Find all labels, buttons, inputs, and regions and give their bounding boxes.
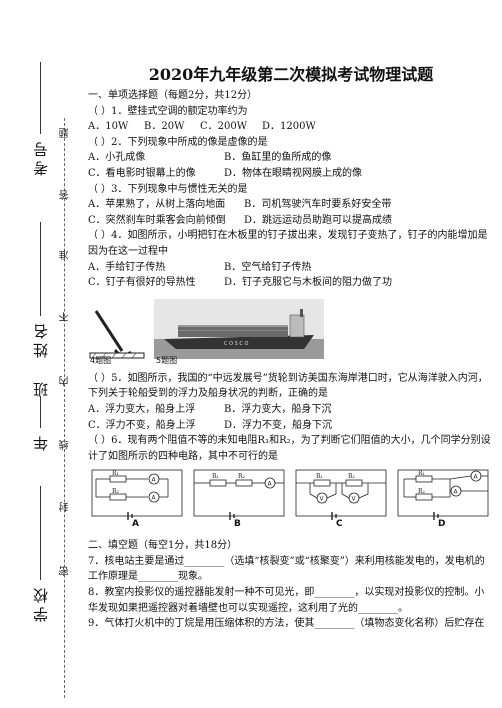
- school-label: 学校: [32, 584, 50, 622]
- option: A．手给钉子传热: [88, 261, 166, 273]
- q7-text: 7．核电站主要是通过________（选填“核裂变”或“核聚变”）来利用核能发电…: [88, 555, 485, 583]
- class-label: 班: [32, 378, 50, 397]
- circuit-b-diagram: R₁ R₂ A: [193, 469, 285, 521]
- seal-char: 不: [60, 312, 71, 322]
- seal-char: 线: [60, 440, 71, 450]
- r2-label: R₂: [112, 488, 120, 495]
- r2-label: R₂: [348, 473, 356, 480]
- q1-options: A．10W B．20W C．200W D．1200W: [88, 119, 494, 135]
- seal-char: 封: [60, 502, 71, 512]
- section1-heading: 一、单项选择题（每题2分，共12分）: [88, 90, 258, 101]
- seal-char: 内: [60, 376, 71, 386]
- seal-char: 密: [60, 566, 71, 576]
- exam-no-label: 考号: [32, 138, 50, 176]
- option: D．跳远运动员助跑可以提高成绩: [244, 214, 393, 226]
- q4-stem: （ ）4．如图所示，小明把钉在木板里的钉子拔出来，发现钉子变热了，钉子的内能增加…: [88, 230, 488, 257]
- seal-char: 准: [60, 250, 71, 260]
- option: A．小孔成像: [88, 152, 146, 164]
- name-line: [40, 222, 41, 316]
- q6-stem: （ ）6．现有两个阻值不等的未知电阻R₁和R₂，为了判断它们阻值的大小，几个同学…: [88, 435, 491, 462]
- q1-stem: （ ）1．壁挂式空调的额定功率约为: [88, 105, 248, 117]
- option: B．鱼缸里的鱼所成的像: [224, 152, 332, 164]
- nail-puller-figure: 4题图: [88, 305, 146, 369]
- voltmeter-icon: V: [352, 496, 357, 503]
- circuit-d-label: D: [438, 518, 446, 529]
- r2-label: R₂: [418, 488, 426, 495]
- seal-line: [64, 118, 77, 698]
- q5-options: A．浮力变大，船身上浮 B．浮力变大，船身下沉: [88, 402, 494, 418]
- ammeter-icon: A: [454, 489, 459, 496]
- r2-label: R₂: [238, 473, 246, 480]
- svg-text:C O S C O: C O S C O: [224, 341, 248, 347]
- option: B．浮力变大，船身下沉: [224, 403, 332, 415]
- circuit-a: R₁ R₂ A A A: [88, 466, 186, 532]
- voltmeter-icon: V: [320, 496, 325, 503]
- page-title: 2020年九年级第二次模拟考试物理试题: [148, 65, 434, 84]
- circuit-diagrams: R₁ R₂ A A A R₁ R₂ A: [88, 466, 494, 532]
- q3-options: C．突然刹车时乘客会向前倾倒 D．跳远运动员助跑可以提高成绩: [88, 213, 494, 229]
- seal-char: 答: [60, 190, 71, 200]
- option: D．浮力不变，船身下沉: [224, 419, 333, 431]
- q3-options: A．苹果熟了，从树上落向地面 B．司机驾驶汽车时要系好安全带: [88, 197, 494, 213]
- option: B．司机驾驶汽车时要系好安全带: [244, 199, 392, 211]
- q9-text: 9．气体打火机中的丁烷是用压缩体积的方法，使其________（填物态变化名称）…: [88, 618, 485, 630]
- figures-row: 4题图 C O S C O 5题图: [88, 295, 494, 369]
- r1-label: R₁: [418, 470, 425, 477]
- ammeter-icon: A: [152, 477, 157, 484]
- q5-stem: （ ）5．如图所示，我国的“中远发展号”货轮到访美国东海岸港口时，它从海洋驶入内…: [88, 372, 488, 400]
- q4-options: A．手给钉子传热 B．空气给钉子传热: [88, 260, 494, 276]
- seal-char: 题: [60, 128, 71, 138]
- circuit-a-label: A: [132, 518, 139, 529]
- fig5-caption: 5题图: [156, 356, 178, 366]
- option: B．20W: [144, 121, 185, 133]
- option: D．钉子克服它与木板间的阻力做了功: [224, 277, 393, 289]
- option: A．浮力变大，船身上浮: [88, 403, 196, 415]
- option: C．突然刹车时乘客会向前倾倒: [88, 214, 226, 226]
- option: C．200W: [200, 121, 248, 133]
- option: C．看电影时银幕上的像: [88, 167, 196, 179]
- q5-options: C．浮力不变，船身上浮 D．浮力不变，船身下沉: [88, 418, 494, 434]
- fig4-caption: 4题图: [90, 356, 112, 366]
- school-line: [40, 486, 41, 580]
- name-label: 姓名: [32, 320, 50, 358]
- hammer-icon: [89, 309, 145, 359]
- q8-text: 8．教室内投影仪的遥控器能发射一种不可见光，即________，以实现对投影仪的…: [88, 587, 485, 614]
- q4-options: C．钉子有很好的导热性 D．钉子克服它与木板间的阻力做了功: [88, 275, 494, 291]
- cargo-ship-figure: C O S C O 5题图: [154, 298, 324, 369]
- r1-label: R₁: [212, 473, 219, 480]
- q3-stem: （ ）3．下列现象中与惯性无关的是: [88, 183, 248, 195]
- ammeter-icon: A: [152, 495, 157, 502]
- option: A．苹果熟了，从树上落向地面: [88, 199, 226, 211]
- option: B．空气给钉子传热: [224, 261, 312, 273]
- q2-options: A．小孔成像 B．鱼缸里的鱼所成的像: [88, 150, 494, 166]
- circuit-c-diagram: R₁ R₂ V V: [295, 469, 387, 521]
- grade-label: 年: [32, 432, 50, 451]
- option: D．1200W: [262, 121, 316, 133]
- q2-stem: （ ）2．下列现象中所成的像是虚像的是: [88, 136, 268, 148]
- circuit-d: R₁ R₂ A A D: [394, 466, 492, 532]
- circuit-b-label: B: [234, 518, 241, 529]
- option: A．10W: [88, 121, 129, 133]
- r1-label: R₁: [112, 470, 119, 477]
- circuit-c: R₁ R₂ V V C: [292, 466, 390, 532]
- r1-label: R₁: [316, 473, 323, 480]
- option: C．浮力不变，船身上浮: [88, 419, 196, 431]
- binding-margin: 考号 姓名 班 年 学校 题 答 准 不 内 线 封 密: [0, 0, 80, 708]
- q2-options: C．看电影时银幕上的像 D．物体在眼睛视网膜上成的像: [88, 166, 494, 182]
- option: C．钉子有很好的导热性: [88, 277, 196, 289]
- circuit-c-label: C: [336, 518, 343, 529]
- option: D．物体在眼睛视网膜上成的像: [224, 167, 363, 179]
- circuit-b: R₁ R₂ A B: [190, 466, 288, 532]
- circuit-d-diagram: R₁ R₂ A A: [397, 469, 489, 521]
- circuit-a-diagram: R₁ R₂ A A: [91, 469, 183, 521]
- section2-heading: 二、填空题（每空1分，共18分）: [88, 540, 238, 552]
- ammeter-icon: A: [268, 481, 273, 488]
- exam-content: 2020年九年级第二次模拟考试物理试题 一、单项选择题（每题2分，共12分） （…: [88, 64, 494, 632]
- exam-no-line: [40, 62, 41, 134]
- ship-icon: C O S C O: [154, 298, 324, 359]
- ammeter-icon: A: [474, 474, 479, 481]
- grade-line: [40, 396, 41, 428]
